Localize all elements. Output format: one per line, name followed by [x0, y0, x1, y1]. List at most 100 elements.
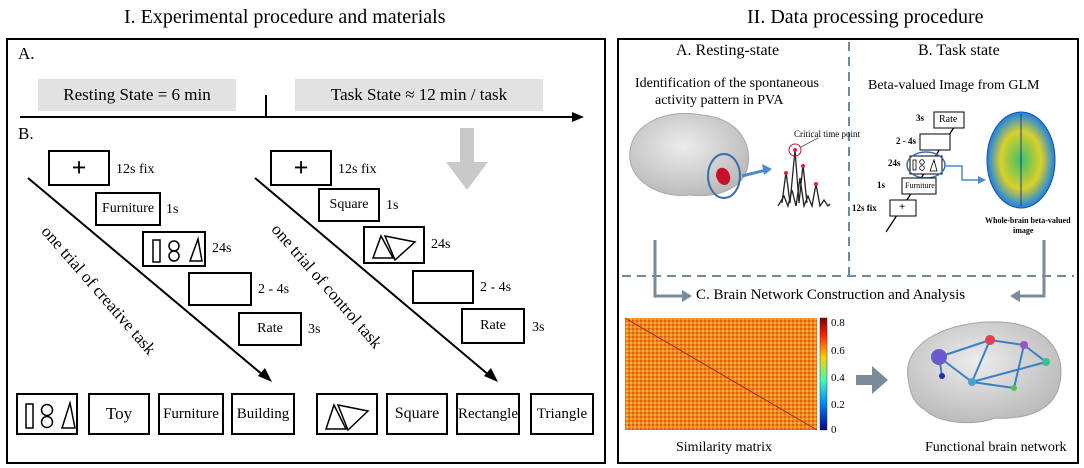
- creative-option-shape-icons: [25, 400, 76, 429]
- beta-brain-caption-line2: image: [1013, 226, 1034, 235]
- control-fixation-box: +: [270, 150, 332, 186]
- control-diagonal-line: [254, 177, 491, 377]
- colorbar-tick-0: 0: [831, 424, 837, 436]
- matrix-colorbar: [819, 317, 828, 431]
- task-stim-time: 24s: [888, 158, 901, 168]
- creative-option-3: Building: [231, 393, 295, 435]
- control-rate-time: 3s: [532, 320, 545, 335]
- network-node: [939, 373, 945, 379]
- creative-stimulus-box: [142, 231, 206, 267]
- task-desc: Beta-valued Image from GLM: [868, 78, 1040, 93]
- task-rate-box: [933, 111, 965, 129]
- creative-option-1: Toy: [88, 393, 150, 435]
- creative-stimulus-shapes: [152, 236, 203, 263]
- control-diagonal-arrowhead: [484, 368, 498, 382]
- network-node: [931, 349, 947, 365]
- network-node: [1042, 358, 1050, 366]
- control-stim-time: 24s: [431, 237, 451, 252]
- colorbar-tick-0.2: 0.2: [831, 399, 845, 411]
- network-node: [1011, 385, 1017, 391]
- task-to-brain-connector: [944, 165, 980, 181]
- gray-down-arrow-shaft: [460, 128, 474, 162]
- resting-desc-line1: Identification of the spontaneous: [635, 76, 819, 91]
- right-heading: II. Data processing procedure: [747, 6, 984, 28]
- activity-time-series: [777, 177, 831, 209]
- creative-rate-time: 3s: [308, 322, 321, 337]
- control-option-shape-icons: [324, 403, 370, 432]
- network-node: [1020, 341, 1028, 349]
- task-word-box: [901, 177, 937, 195]
- timeline-arrowhead: [572, 112, 584, 122]
- resting-to-network-connector: [653, 240, 684, 298]
- task-state-title: B. Task state: [918, 42, 1000, 59]
- peak-marker: [814, 182, 818, 186]
- creative-fix-time: 12s fix: [116, 162, 155, 177]
- task-rest-time: 2 - 4s: [896, 136, 916, 146]
- creative-rate-box: Rate: [238, 312, 302, 346]
- peak-marker: [801, 164, 805, 168]
- matrix-to-network-arrowhead: [872, 366, 888, 394]
- creative-fixation-box: +: [48, 150, 110, 186]
- creative-word-time: 1s: [166, 202, 179, 217]
- task-state-bar: Task State ≈ 12 min / task: [295, 79, 543, 111]
- functional-brain-image: [907, 321, 1062, 424]
- task-rest-box: [919, 133, 951, 151]
- control-option-2: Rectangle: [456, 393, 520, 435]
- creative-rest-box: [188, 272, 252, 306]
- section-a-label: A.: [18, 44, 35, 63]
- activity-time-series-peaks: [781, 149, 808, 204]
- matrix-diagonal: [624, 317, 818, 431]
- critical-time-point-label: Critical time point: [794, 129, 860, 139]
- creative-diagonal-arrowhead: [258, 368, 272, 382]
- resting-state-title: A. Resting-state: [676, 42, 780, 59]
- task-fix-time: 12s fix: [852, 203, 877, 213]
- pva-highlight-circle: [707, 153, 741, 199]
- network-section-title: C. Brain Network Construction and Analys…: [696, 287, 966, 303]
- left-heading: I. Experimental procedure and materials: [124, 6, 446, 28]
- peak-marker: [784, 171, 788, 175]
- gray-down-arrow-head: [446, 162, 488, 190]
- task-rate-label: Rate: [939, 114, 958, 125]
- similarity-matrix-caption: Similarity matrix: [676, 440, 773, 455]
- resting-brain-image: [629, 113, 750, 197]
- network-node: [985, 335, 995, 345]
- pva-to-signal-arrowhead: [762, 164, 772, 175]
- task-word-time: 1s: [877, 180, 886, 190]
- control-rest-time: 2 - 4s: [480, 280, 512, 295]
- control-option-shapes: [316, 393, 378, 435]
- colorbar-tick-0.4: 0.4: [831, 372, 845, 384]
- control-option-1: Square: [386, 393, 448, 435]
- task-fix-box: [889, 199, 917, 217]
- control-rest-box: [412, 270, 474, 304]
- resting-to-network-arrowhead: [682, 290, 692, 302]
- section-b-label: B.: [18, 124, 34, 143]
- control-option-3: Triangle: [530, 393, 594, 435]
- network-node: [968, 378, 976, 386]
- resting-desc-line2: activity pattern in PVA: [655, 93, 784, 108]
- right-panel: [617, 38, 1079, 464]
- pva-activation: [716, 167, 731, 186]
- creative-word-box: Furniture: [95, 192, 161, 226]
- critical-point-marker: [793, 148, 797, 152]
- critical-point-pointer: [800, 137, 819, 148]
- control-word-box: Square: [318, 188, 380, 222]
- network-edges: [938, 339, 1047, 389]
- creative-rest-time: 2 - 4s: [258, 282, 290, 297]
- control-stimulus-box: [363, 226, 425, 264]
- left-panel: [6, 38, 606, 464]
- control-word-time: 1s: [386, 198, 399, 213]
- pva-to-signal-arrow: [741, 168, 767, 178]
- creative-option-shapes: [16, 393, 78, 435]
- task-to-network-connector: [1018, 240, 1046, 298]
- critical-point-circle: [788, 143, 802, 157]
- task-rate-time: 3s: [916, 113, 925, 123]
- creative-diagonal-line: [27, 177, 265, 377]
- matrix-to-network-arrow-shaft: [856, 375, 872, 385]
- colorbar-tick-0.6: 0.6: [831, 345, 845, 357]
- task-fix-cross: +: [899, 201, 906, 213]
- creative-option-2: Furniture: [158, 393, 224, 435]
- resting-state-bar: Resting State = 6 min: [38, 79, 236, 111]
- task-word-label: Furniture: [905, 181, 935, 190]
